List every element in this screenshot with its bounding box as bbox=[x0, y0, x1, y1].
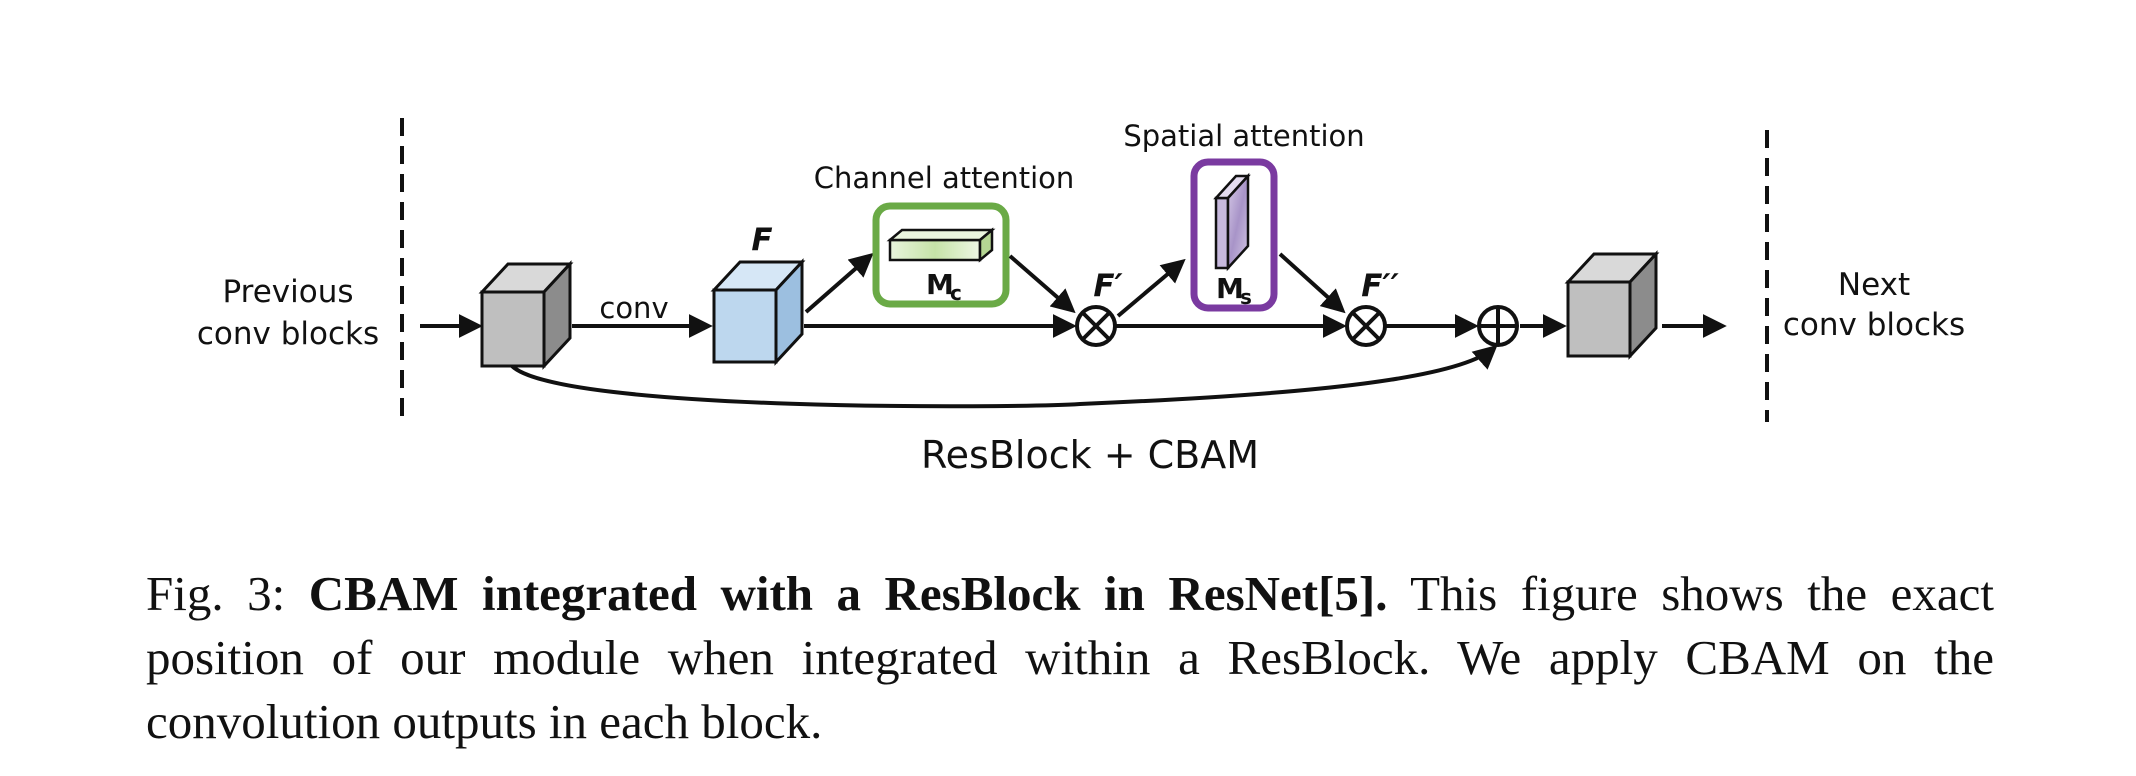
output-cube bbox=[1564, 250, 1660, 360]
feature-prime-label: F′ bbox=[1093, 268, 1122, 304]
feature-label: F bbox=[751, 222, 772, 258]
spatial-map-subscript: s bbox=[1240, 285, 1252, 309]
from-channel-arrow bbox=[1008, 254, 1076, 314]
to-channel-arrow bbox=[804, 252, 874, 314]
multiply-node-2 bbox=[1345, 305, 1387, 347]
conv-label: conv bbox=[599, 291, 668, 325]
spatial-map-slab bbox=[1213, 172, 1251, 272]
channel-map-label: M bbox=[926, 268, 954, 301]
caption-bold: CBAM integrated with a ResBlock in ResNe… bbox=[308, 566, 1388, 621]
input-cube bbox=[478, 260, 574, 370]
spatial-attention-title: Spatial attention bbox=[1123, 119, 1364, 153]
residual-skip-path bbox=[510, 344, 1498, 409]
next-blocks-label-line1: Next bbox=[1838, 267, 1910, 303]
block-title: ResBlock + CBAM bbox=[921, 433, 1259, 477]
figure-caption: Fig. 3: CBAM integrated with a ResBlock … bbox=[146, 562, 1994, 754]
spatial-map-label: M bbox=[1216, 272, 1244, 305]
add-node bbox=[1477, 305, 1519, 347]
next-blocks-label-line2: conv blocks bbox=[1783, 307, 1965, 343]
caption-text: This figure shows the exact position of … bbox=[146, 566, 1994, 749]
feature-cube bbox=[710, 258, 806, 366]
caption-prefix: Fig. 3: bbox=[146, 566, 309, 621]
previous-blocks-label-line1: Previous bbox=[222, 274, 353, 310]
to-spatial-arrow bbox=[1116, 258, 1186, 318]
channel-map-subscript: c bbox=[950, 281, 962, 305]
channel-attention-title: Channel attention bbox=[814, 161, 1075, 195]
previous-blocks-label-line2: conv blocks bbox=[197, 316, 379, 352]
channel-map-slab bbox=[886, 227, 996, 263]
multiply-node-1 bbox=[1075, 305, 1117, 347]
from-spatial-arrow bbox=[1278, 252, 1346, 314]
feature-double-prime-label: F′′ bbox=[1361, 268, 1399, 304]
